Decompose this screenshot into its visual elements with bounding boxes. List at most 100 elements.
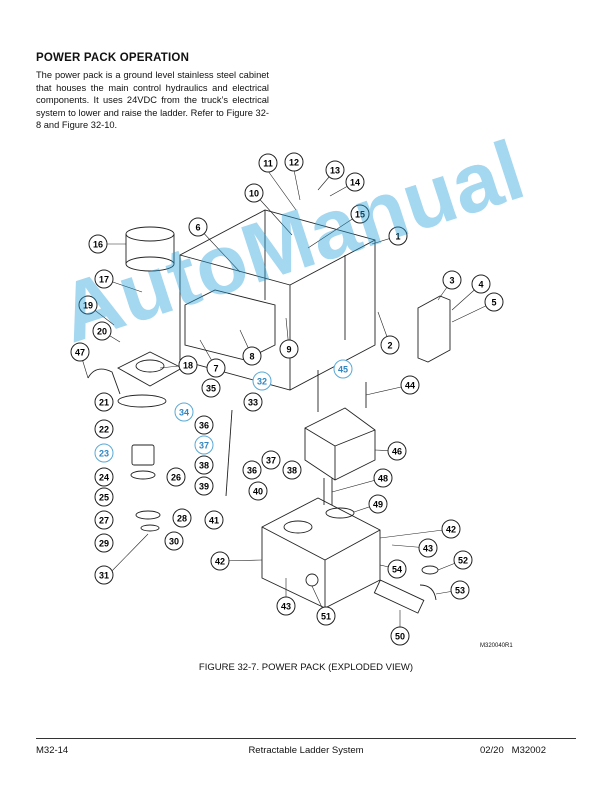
- callout-8: 8: [242, 346, 262, 366]
- callout-23: 23: [94, 443, 114, 463]
- svg-text:44: 44: [405, 381, 415, 391]
- svg-text:31: 31: [99, 571, 109, 581]
- svg-text:37: 37: [266, 456, 276, 466]
- section-paragraph: The power pack is a ground level stainle…: [36, 70, 269, 131]
- callout-21: 21: [94, 392, 114, 412]
- svg-text:2: 2: [387, 341, 392, 351]
- svg-text:3: 3: [449, 276, 454, 286]
- footer-title: Retractable Ladder System: [248, 745, 364, 756]
- callout-41: 41: [204, 510, 224, 530]
- svg-text:46: 46: [392, 447, 402, 457]
- callout-19: 19: [78, 295, 98, 315]
- callout-24: 24: [94, 467, 114, 487]
- callout-6: 6: [188, 217, 208, 237]
- svg-text:10: 10: [249, 189, 259, 199]
- svg-text:26: 26: [171, 473, 181, 483]
- svg-text:20: 20: [97, 327, 107, 337]
- callout-30: 30: [164, 531, 184, 551]
- svg-text:7: 7: [213, 364, 218, 374]
- callout-47: 47: [70, 342, 90, 362]
- svg-text:38: 38: [199, 461, 209, 471]
- svg-text:30: 30: [169, 537, 179, 547]
- callout-11: 11: [258, 153, 278, 173]
- svg-text:19: 19: [83, 301, 93, 311]
- svg-text:39: 39: [199, 482, 209, 492]
- callout-17: 17: [94, 269, 114, 289]
- callout-33: 33: [243, 392, 263, 412]
- svg-text:40: 40: [253, 487, 263, 497]
- svg-text:25: 25: [99, 493, 109, 503]
- callout-44: 44: [400, 375, 420, 395]
- svg-text:36: 36: [247, 466, 257, 476]
- svg-text:29: 29: [99, 539, 109, 549]
- svg-text:13: 13: [330, 166, 340, 176]
- callout-34: 34: [174, 402, 194, 422]
- callout-54: 54: [387, 559, 407, 579]
- callout-35: 35: [201, 378, 221, 398]
- callout-2: 2: [380, 335, 400, 355]
- svg-text:34: 34: [179, 408, 189, 418]
- svg-text:50: 50: [395, 632, 405, 642]
- svg-text:16: 16: [93, 240, 103, 250]
- callout-46: 46: [387, 441, 407, 461]
- svg-text:5: 5: [491, 298, 496, 308]
- callout-43b: 43: [276, 596, 296, 616]
- callout-28: 28: [172, 508, 192, 528]
- svg-text:14: 14: [350, 178, 360, 188]
- svg-text:43: 43: [423, 544, 433, 554]
- callout-22: 22: [94, 419, 114, 439]
- callout-27: 27: [94, 510, 114, 530]
- callout-42a: 42: [441, 519, 461, 539]
- callout-32: 32: [252, 371, 272, 391]
- svg-text:9: 9: [286, 345, 291, 355]
- callout-5: 5: [484, 292, 504, 312]
- svg-text:48: 48: [378, 474, 388, 484]
- callout-36a: 36: [194, 415, 214, 435]
- svg-text:1: 1: [395, 232, 400, 242]
- svg-text:11: 11: [263, 159, 273, 169]
- svg-text:38: 38: [287, 466, 297, 476]
- figure-caption: FIGURE 32-7. POWER PACK (EXPLODED VIEW): [198, 662, 414, 673]
- callout-42b: 42: [210, 551, 230, 571]
- svg-text:21: 21: [99, 398, 109, 408]
- svg-text:53: 53: [455, 586, 465, 596]
- callout-45: 45: [333, 359, 353, 379]
- svg-text:52: 52: [458, 556, 468, 566]
- drawing-id: M320040R1: [480, 643, 513, 649]
- callout-16: 16: [88, 234, 108, 254]
- svg-text:42: 42: [215, 557, 225, 567]
- svg-text:42: 42: [446, 525, 456, 535]
- callout-53: 53: [450, 580, 470, 600]
- callout-40: 40: [248, 481, 268, 501]
- callout-9: 9: [279, 339, 299, 359]
- callout-4: 4: [471, 274, 491, 294]
- svg-text:4: 4: [478, 280, 483, 290]
- svg-text:37: 37: [199, 441, 209, 451]
- svg-text:33: 33: [248, 398, 258, 408]
- svg-text:43: 43: [281, 602, 291, 612]
- callout-49: 49: [368, 494, 388, 514]
- svg-text:47: 47: [75, 348, 85, 358]
- svg-text:28: 28: [177, 514, 187, 524]
- callout-51: 51: [316, 606, 336, 626]
- callout-37b: 37: [261, 450, 281, 470]
- svg-text:24: 24: [99, 473, 109, 483]
- callout-13: 13: [325, 160, 345, 180]
- svg-text:36: 36: [199, 421, 209, 431]
- svg-text:15: 15: [355, 210, 365, 220]
- svg-text:22: 22: [99, 425, 109, 435]
- callout-39: 39: [194, 476, 214, 496]
- callout-50: 50: [390, 626, 410, 646]
- callout-26: 26: [166, 467, 186, 487]
- callout-38b: 38: [282, 460, 302, 480]
- footer-rule: [36, 738, 576, 739]
- svg-text:27: 27: [99, 516, 109, 526]
- svg-text:51: 51: [321, 612, 331, 622]
- callout-38a: 38: [194, 455, 214, 475]
- callout-12: 12: [284, 152, 304, 172]
- svg-text:17: 17: [99, 275, 109, 285]
- callout-36b: 36: [242, 460, 262, 480]
- svg-text:18: 18: [183, 361, 193, 371]
- svg-text:45: 45: [338, 365, 348, 375]
